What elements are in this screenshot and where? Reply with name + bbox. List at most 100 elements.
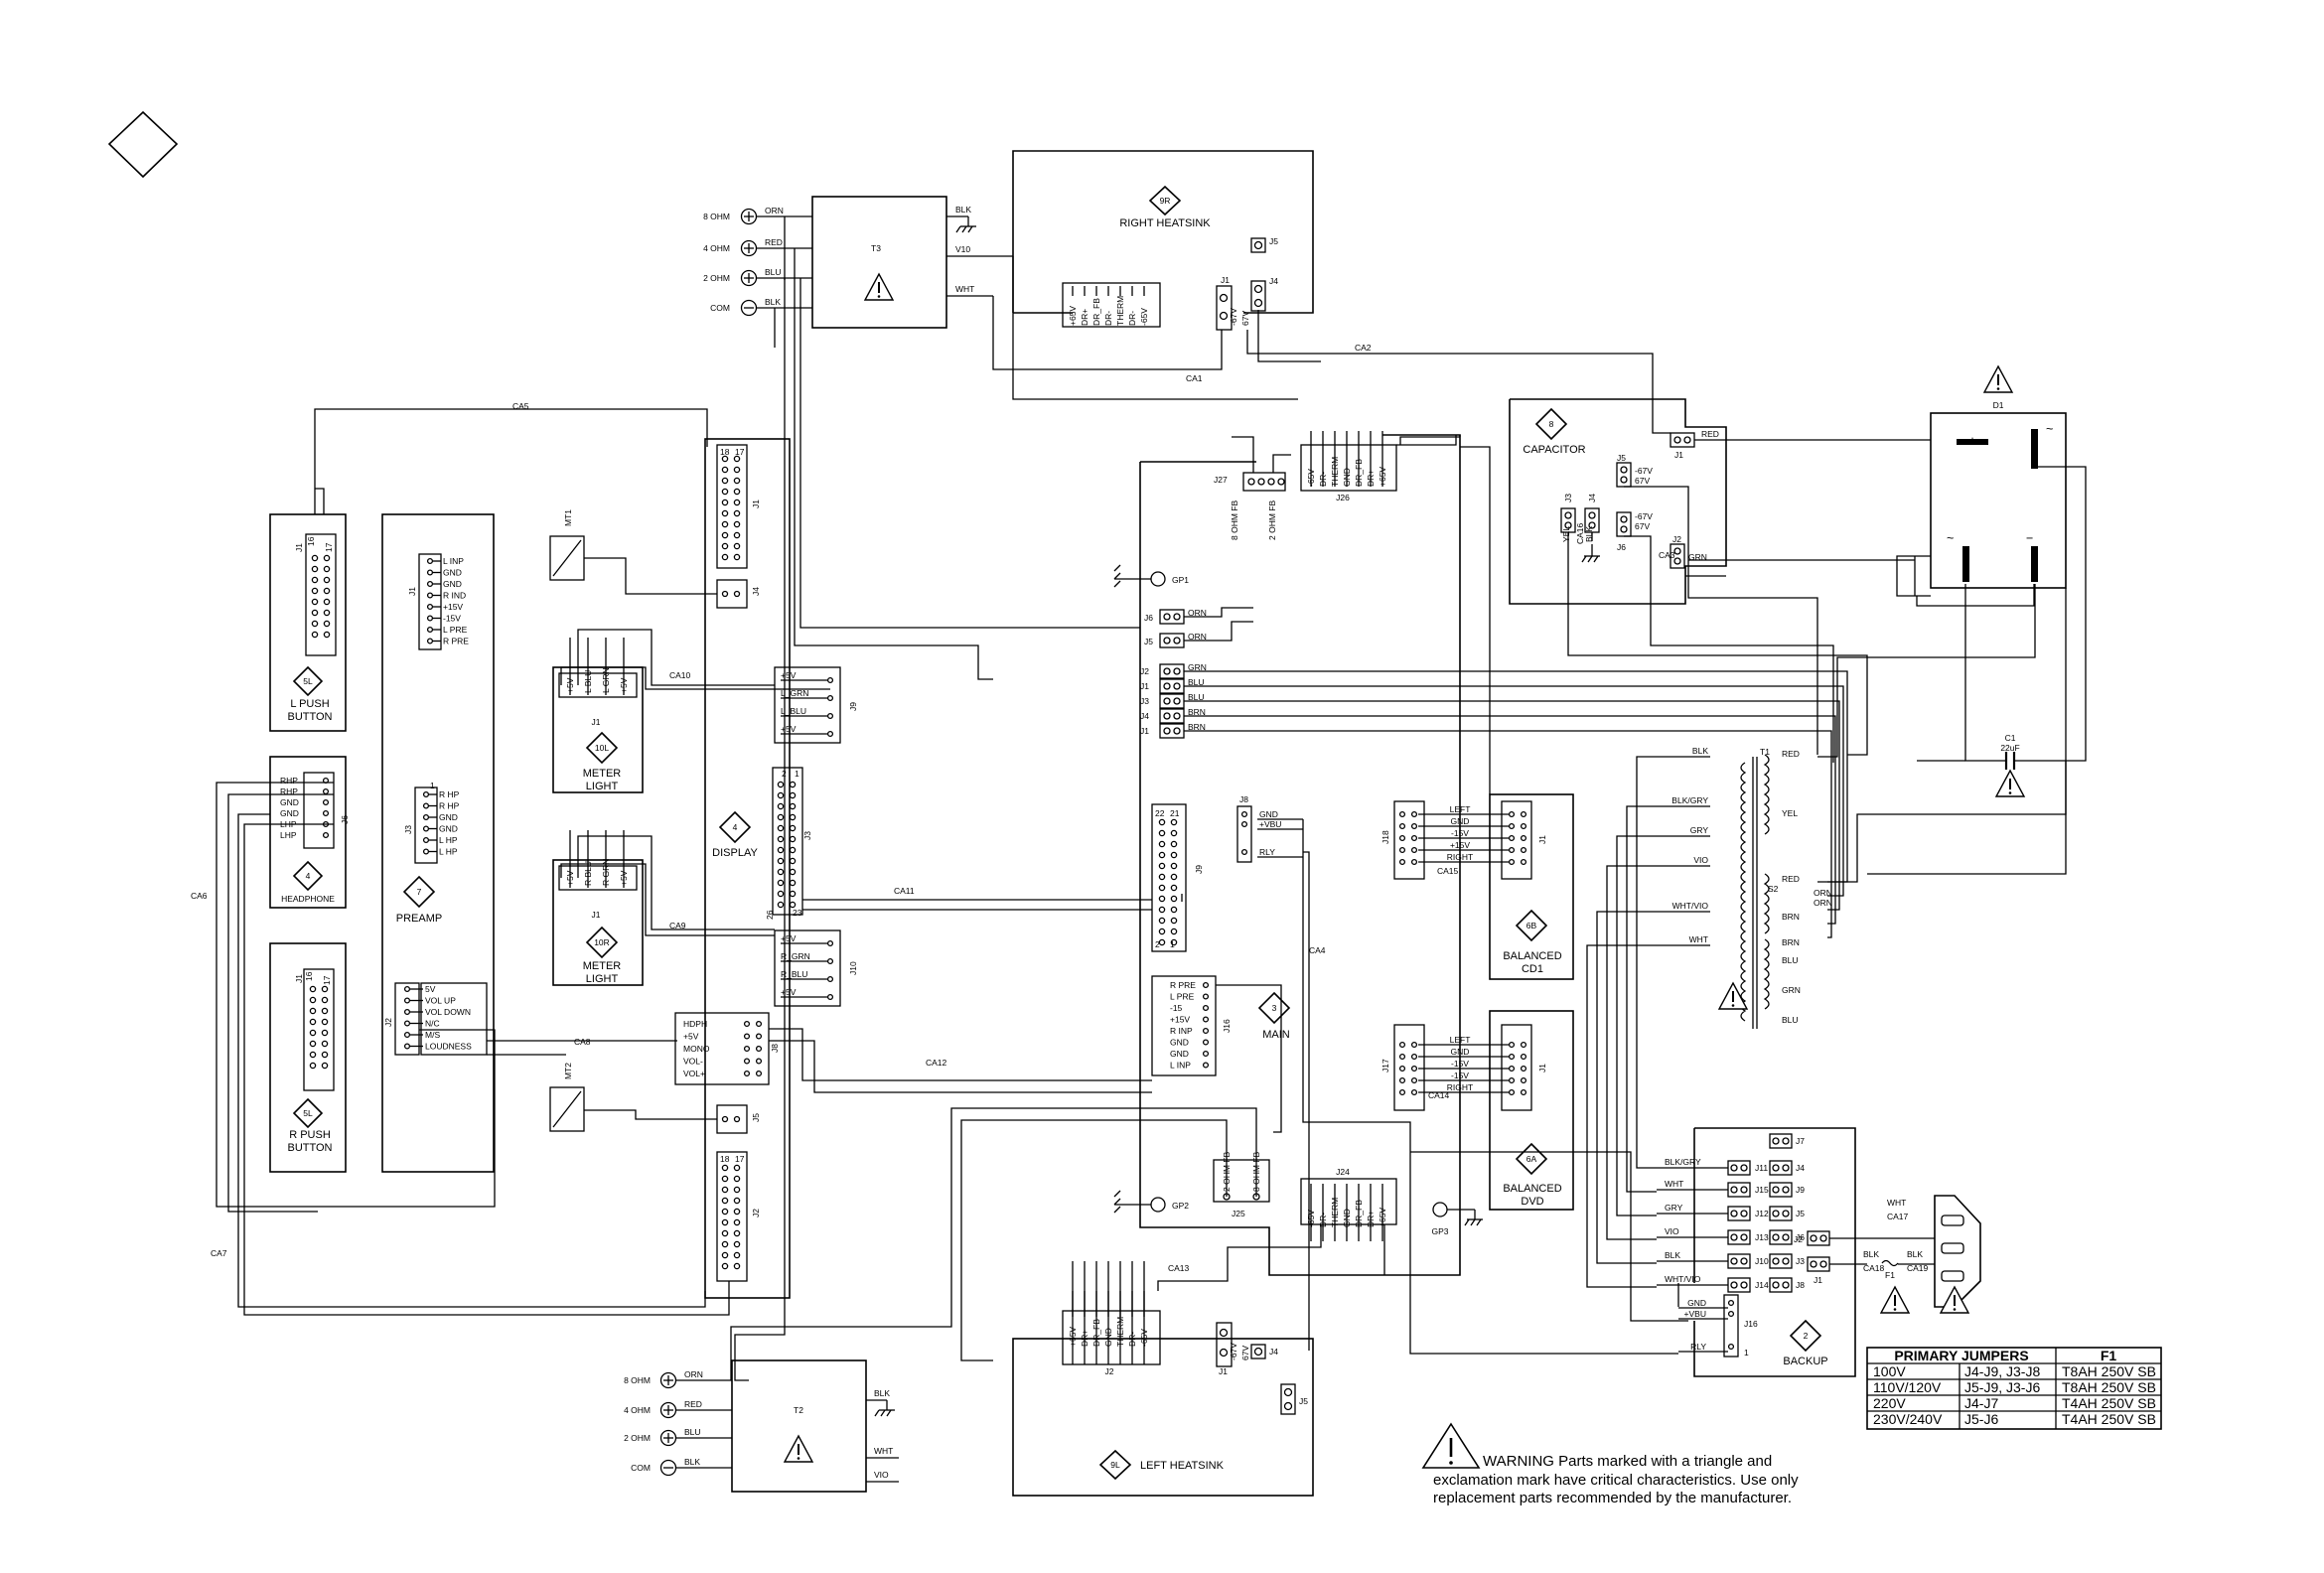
main-js-wire-3: BRN [1188,707,1206,717]
display-j3-pin [777,835,785,843]
T1-secondary-1: YEL [1782,808,1798,818]
display-j10-pin-0: +5V [781,933,797,943]
meter-light-left-pin-0: +5V [565,677,575,693]
display-j1-pin [733,542,741,550]
main-j9-pin [1158,873,1166,881]
main-j16-pin-3: +15V [1170,1015,1190,1025]
display-j1-pin [721,520,729,528]
l-push-pin [311,587,319,595]
preamp-j3-pin-3: GND [439,824,458,834]
main-j9-pin [1158,862,1166,870]
balanced-cd-pin-0: LEFT [1450,804,1471,814]
r-push-pin [321,996,329,1004]
capacitor-j5-label: J5 [1617,453,1626,463]
right-heatsink-num: 9R [1160,196,1171,206]
l-push-pin [311,598,319,606]
main-j9-pin [1170,895,1178,903]
cable-ca12: CA12 [926,1058,947,1068]
left-heatsink-j4-label: J4 [1269,1347,1278,1357]
balanced-cd-j18-label: J18 [1380,830,1390,844]
display-j3-pin [789,791,797,799]
t3-tap-4ohm: 4 OHM [703,243,730,253]
display-j5-label: J5 [751,1113,761,1122]
capacitor-j6-pin1: -67V [1635,511,1653,521]
main-j9-pin [1170,829,1178,837]
display-j1-pin [721,455,729,463]
preamp-j1-pin-3: R IND [443,591,466,601]
meter-light-left-title2: LIGHT [586,781,619,792]
display-j2-pin [721,1164,729,1172]
jumper-row-fuse-2: T4AH 250V SB [2062,1395,2156,1411]
right-heatsink-title: RIGHT HEATSINK [1119,217,1211,229]
display-j2-pin [733,1164,741,1172]
cable-ca4: CA4 [1309,945,1326,955]
backup-right-j-0: J4 [1796,1163,1805,1173]
d1-ac1: ~ [1947,531,1954,545]
display-j1-pin [733,488,741,496]
T1-secondary-4: ORN [1814,898,1832,908]
T1-secondary-8: GRN [1782,985,1801,995]
preamp-j3-pin1: 1 [430,781,435,790]
balanced-cd-pin-1: GND [1451,816,1470,826]
balanced-cd-pin-4: RIGHT [1447,852,1473,862]
backup-left-w-1: WHT [1665,1179,1683,1189]
capacitor-j6-label: J6 [1617,542,1626,552]
t3-wire-blk: BLK [765,297,781,307]
d1-plus: + [1968,434,1975,448]
main-j9-pin [1170,873,1178,881]
preamp-j1-pin-5: -15V [443,614,461,624]
t3-tap-com: COM [710,303,730,313]
headphone-pin-3: GND [280,808,299,818]
balanced-dvd-pin-1: GND [1451,1047,1470,1057]
display-j2-pin [721,1229,729,1237]
display-j3-pin [777,857,785,865]
capacitor-title: CAPACITOR [1523,444,1585,456]
backup-left-w-5: WHT/VIO [1665,1274,1701,1284]
r-push-title1: R PUSH [289,1129,331,1141]
T1-secondary-7: BLU [1782,955,1799,965]
balanced-dvd-title2: DVD [1521,1196,1543,1208]
j26-pin-3: GND [1342,468,1352,487]
backup-left-w-4: BLK [1665,1250,1680,1260]
t3-wire-orn: ORN [765,206,784,215]
l-push-pin [323,576,331,584]
main-j16-pin-4: R INP [1170,1026,1193,1036]
display-j8-pin-2: MONO [683,1044,710,1054]
display-j2-label: J2 [751,1209,761,1217]
display-j10-pin-1: R_GRN [781,951,810,961]
main-j9-pin [1170,884,1178,892]
T1-secondary-3: ORN [1814,888,1832,898]
display-j3-pin [777,791,785,799]
display-j9-pin-1: L_GRN [781,688,808,698]
main-j5-wire: ORN [1188,632,1207,642]
mt1-label: MT1 [563,509,573,526]
main-j9-pin [1158,851,1166,859]
right-heatsink-j5-label: J5 [1269,236,1278,246]
display-board: J1 18 17 J4 J5 J2 18 17 4 DISPLAY +5VL_G… [674,438,858,1299]
t3-label: T3 [871,243,881,253]
display-j2-pin [733,1262,741,1270]
preamp-j1-pin-4: +15V [443,602,463,612]
balanced-dvd-j17-label: J17 [1380,1059,1390,1072]
main-j8-label: J8 [1239,794,1248,804]
display-j2-pin [721,1175,729,1183]
display-j2-pin [721,1208,729,1216]
main-j9-pin [1170,917,1178,925]
backup-j16-pin-1: +VBU [1684,1309,1706,1319]
t3-transformer: T3 8 OHM 4 OHM 2 OHM COM ORN RED BLU BLK… [703,196,1013,329]
left-heatsink-title: LEFT HEATSINK [1140,1460,1225,1472]
backup-num: 2 [1804,1331,1809,1341]
preamp-j2-label: J2 [383,1018,393,1027]
cable-ca6: CA6 [191,891,208,901]
display-j2-pin [721,1197,729,1205]
l-push-pin [323,598,331,606]
preamp-j2-pin-1: VOL UP [425,996,456,1006]
headphone-title: HEADPHONE [281,894,335,904]
warning-line2: exclamation mark have critical character… [1433,1472,1799,1489]
left-heatsink-num: 9L [1110,1460,1120,1470]
